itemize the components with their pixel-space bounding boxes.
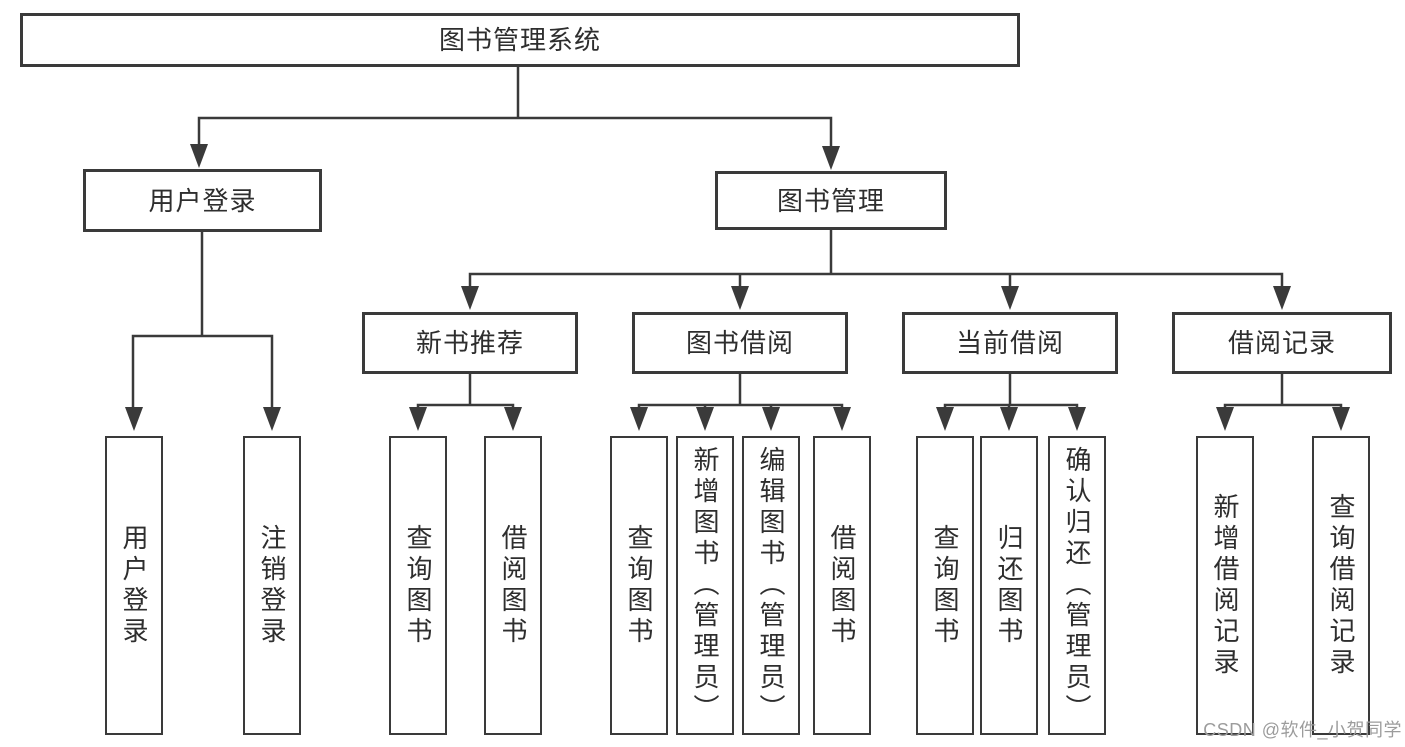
leaf-confirm-return-admin-label: 确认归还（管理员） — [1062, 446, 1092, 725]
node-borrow-records: 借阅记录 — [1172, 312, 1392, 374]
leaf-user-login: 用户登录 — [105, 436, 163, 735]
leaf-edit-book-admin-label: 编辑图书（管理员） — [756, 446, 786, 725]
leaf-query-books-borrow-label: 查询图书 — [624, 523, 654, 648]
leaf-confirm-return-admin: 确认归还（管理员） — [1048, 436, 1106, 735]
connector-book-borrow — [637, 372, 844, 412]
connector-current-borrow — [943, 372, 1079, 412]
leaf-borrow-books: 借阅图书 — [813, 436, 871, 735]
leaf-logout-label: 注销登录 — [257, 523, 287, 648]
leaf-query-borrow-record: 查询借阅记录 — [1312, 436, 1370, 735]
leaf-query-books-current-label: 查询图书 — [930, 523, 960, 648]
arrowhead-icons — [125, 144, 1350, 431]
leaf-logout: 注销登录 — [243, 436, 301, 735]
leaf-return-book-label: 归还图书 — [994, 523, 1024, 648]
node-root: 图书管理系统 — [20, 13, 1020, 67]
connector-book-management — [468, 228, 1284, 290]
leaf-edit-book-admin: 编辑图书（管理员） — [742, 436, 800, 735]
leaf-return-book: 归还图书 — [980, 436, 1038, 735]
node-borrow-records-label: 借阅记录 — [1227, 328, 1336, 358]
leaf-add-borrow-record: 新增借阅记录 — [1196, 436, 1254, 735]
node-new-book-recommend: 新书推荐 — [362, 312, 578, 374]
node-root-label: 图书管理系统 — [438, 25, 601, 55]
connector-new-book-recommend — [416, 372, 515, 412]
leaf-borrow-books-label: 借阅图书 — [827, 523, 857, 648]
leaf-add-book-admin-label: 新增图书（管理员） — [690, 446, 720, 725]
connector-root — [197, 65, 833, 150]
node-current-borrow-label: 当前借阅 — [955, 328, 1064, 358]
connector-user-login — [131, 230, 274, 412]
leaf-query-borrow-record-label: 查询借阅记录 — [1326, 492, 1356, 679]
node-book-management: 图书管理 — [715, 171, 947, 230]
node-book-management-label: 图书管理 — [776, 185, 885, 216]
node-user-login-label: 用户登录 — [148, 185, 257, 216]
leaf-borrow-books-recommend: 借阅图书 — [484, 436, 542, 735]
leaf-add-borrow-record-label: 新增借阅记录 — [1210, 492, 1240, 679]
node-user-login: 用户登录 — [83, 169, 322, 232]
leaf-borrow-books-recommend-label: 借阅图书 — [498, 523, 528, 648]
node-book-borrow: 图书借阅 — [632, 312, 848, 374]
connector-borrow-records — [1223, 372, 1343, 412]
node-book-borrow-label: 图书借阅 — [685, 328, 794, 358]
leaf-query-books-borrow: 查询图书 — [610, 436, 668, 735]
leaf-query-books-recommend: 查询图书 — [389, 436, 447, 735]
leaf-user-login-label: 用户登录 — [119, 523, 149, 648]
csdn-watermark: CSDN @软件_小贺同学 — [1203, 720, 1402, 740]
node-current-borrow: 当前借阅 — [902, 312, 1118, 374]
leaf-query-books-recommend-label: 查询图书 — [403, 523, 433, 648]
leaf-add-book-admin: 新增图书（管理员） — [676, 436, 734, 735]
node-new-book-recommend-label: 新书推荐 — [415, 328, 524, 358]
leaf-query-books-current: 查询图书 — [916, 436, 974, 735]
